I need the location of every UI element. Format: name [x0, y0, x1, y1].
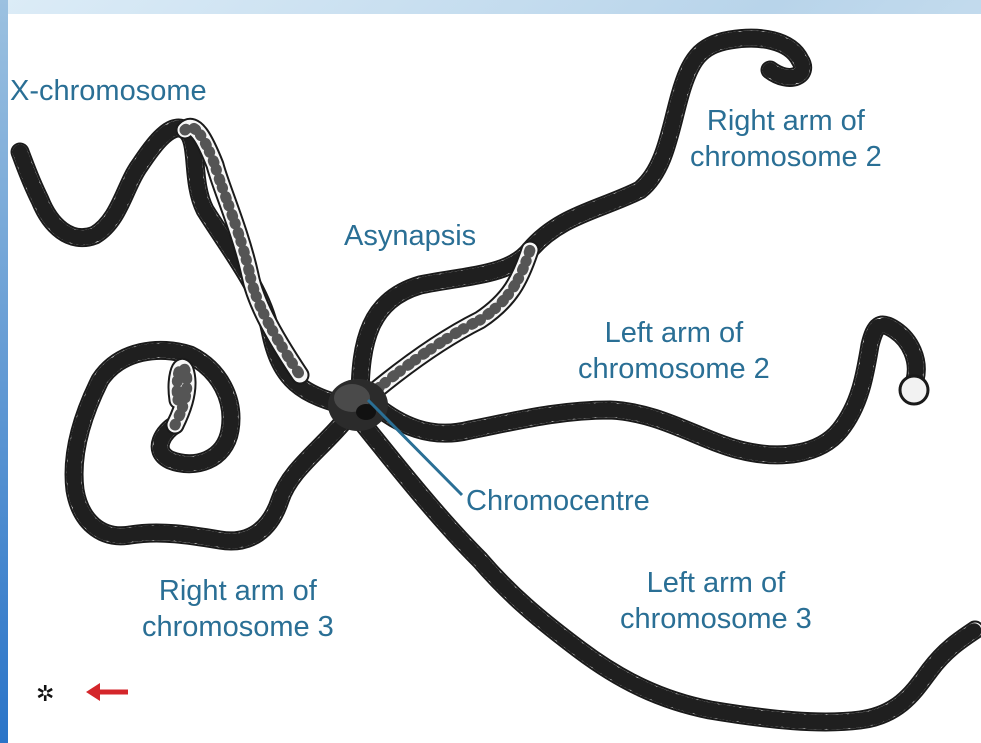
label-left-arm-3-line2: chromosome 3: [620, 601, 812, 637]
label-right-arm-3-line1: Right arm of: [142, 573, 334, 609]
label-left-arm-2-line2: chromosome 2: [578, 351, 770, 387]
label-left-arm-chromosome-3: Left arm of chromosome 3: [620, 565, 812, 637]
label-x-chromosome-text: X-chromosome: [10, 73, 207, 109]
label-asynapsis-text: Asynapsis: [344, 218, 476, 254]
mini-polytene-chromosome-icon: ✲: [36, 682, 54, 707]
label-chromocentre-text: Chromocentre: [466, 483, 650, 519]
label-right-arm-chromosome-2: Right arm of chromosome 2: [690, 103, 882, 175]
red-left-arrow-icon: [86, 683, 128, 701]
label-left-arm-chromosome-2: Left arm of chromosome 2: [578, 315, 770, 387]
label-x-chromosome: X-chromosome: [10, 73, 207, 109]
label-right-arm-3-line2: chromosome 3: [142, 609, 334, 645]
label-right-arm-2-line1: Right arm of: [690, 103, 882, 139]
label-left-arm-2-line1: Left arm of: [578, 315, 770, 351]
label-chromocentre: Chromocentre: [466, 483, 650, 519]
chromocentre-mass: [328, 379, 388, 431]
label-right-arm-2-line2: chromosome 2: [690, 139, 882, 175]
label-left-arm-3-line1: Left arm of: [620, 565, 812, 601]
label-right-arm-chromosome-3: Right arm of chromosome 3: [142, 573, 334, 645]
label-asynapsis: Asynapsis: [344, 218, 476, 254]
